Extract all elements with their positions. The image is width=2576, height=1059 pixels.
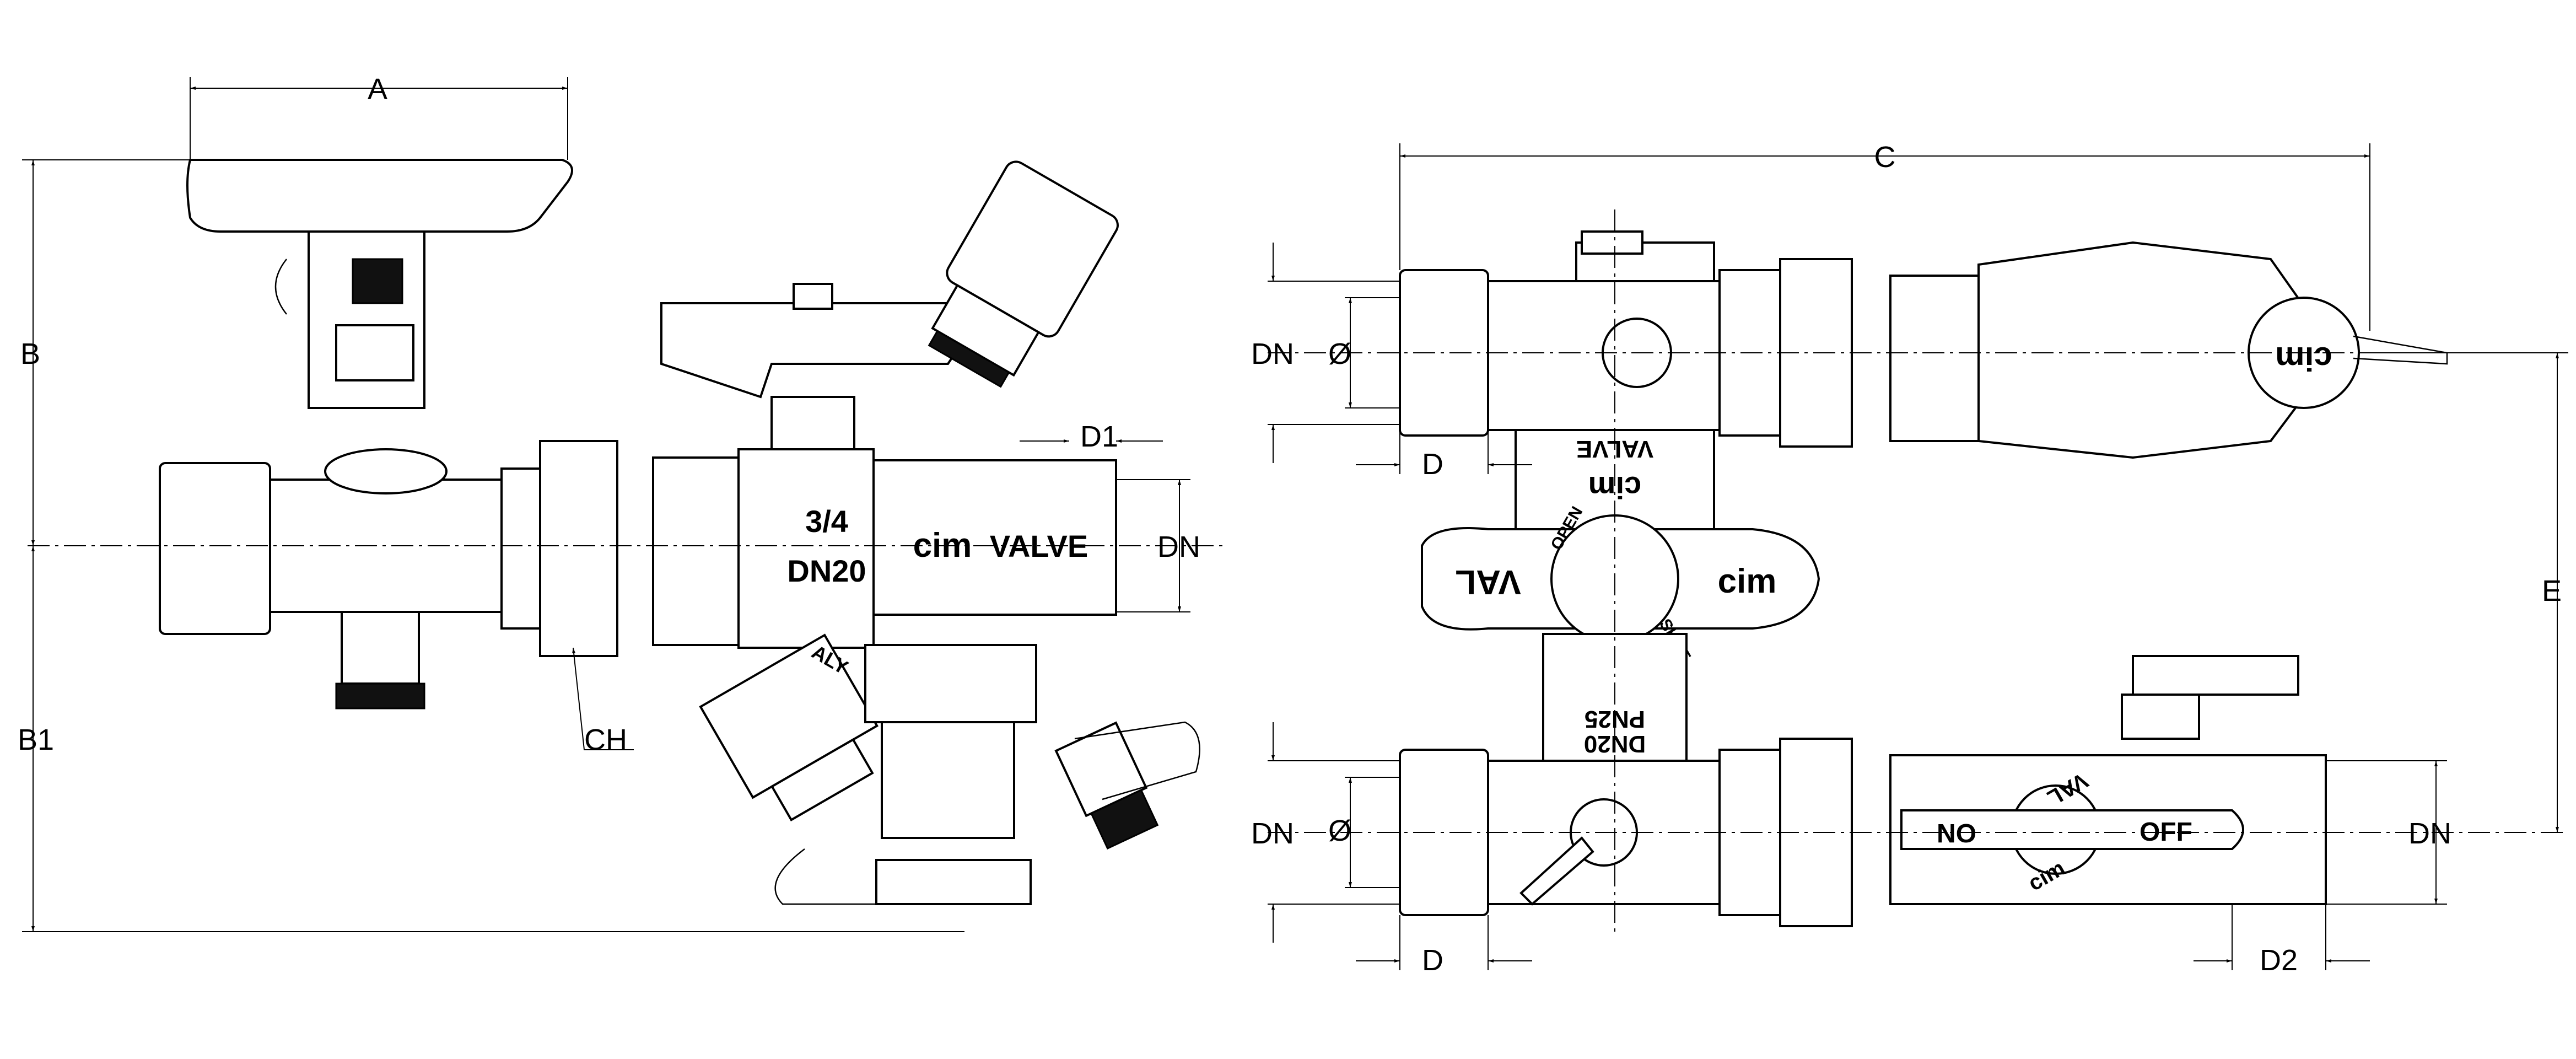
bottom-drain-lever: [1519, 836, 1594, 906]
balancing-ring: [928, 330, 1010, 388]
dim-a-label: A: [368, 73, 387, 106]
dn-marking: DN20: [787, 553, 866, 588]
dim-d-bottom-label: D: [1422, 944, 1443, 977]
lower-cap: [875, 859, 1032, 905]
left-socket: [159, 462, 271, 635]
lower-body: [881, 721, 1015, 839]
dim-dia-bottom-label: Ø: [1328, 814, 1351, 847]
dim-dn-right-label: DN: [2408, 817, 2451, 850]
dim-d1-label: D1: [1080, 420, 1118, 453]
handle-cim-mark: cim: [1718, 562, 1777, 600]
dim-d2-label: D2: [2260, 944, 2298, 977]
ball-valve-label-strip: [1900, 809, 2244, 850]
dim-ch-label: CH: [584, 723, 627, 756]
drain-cap: [335, 682, 425, 709]
dim-c-label: C: [1874, 141, 1896, 174]
lower-angle-cap: [770, 738, 874, 821]
drain-stub: [341, 611, 420, 685]
union-nut: [539, 440, 618, 657]
actuator-neck: [1889, 275, 1980, 442]
left-thread: [500, 467, 541, 630]
t-handle: [186, 159, 573, 233]
outlet-body: [872, 459, 1117, 616]
dim-dn-label: DN: [1157, 530, 1200, 563]
dim-b1-label: B1: [18, 723, 54, 756]
size-marking: 3/4: [805, 504, 848, 539]
stem-nut: [335, 324, 414, 381]
main-body: [737, 448, 875, 649]
inlet-hex: [652, 456, 740, 646]
handle-stem: [770, 396, 855, 450]
ball-valve-lever: [2132, 655, 2299, 696]
lower-handle-loop: [774, 848, 992, 905]
handle-val-mark: VAL: [1455, 563, 1521, 601]
stem-clip: [274, 259, 287, 315]
ball-valve-lever-neck: [2121, 694, 2200, 740]
right-view: cim VALVE cim VAL cim OPEN SHUT PN25 DN2…: [1251, 141, 2568, 977]
actuator-pin: [2353, 335, 2448, 365]
dim-b-label: B: [20, 337, 40, 370]
stem-cap: [352, 258, 403, 304]
dim-e-label: E: [2542, 574, 2562, 608]
dim-d-top-label: D: [1422, 448, 1443, 481]
dim-dn-bottom-label: DN: [1251, 817, 1294, 850]
test-point-strap: [1074, 721, 1200, 800]
left-view: 3/4 DN20 cim VALVE ALY A B B1 CH D1 DN: [18, 73, 1224, 932]
handle-screw: [793, 283, 833, 310]
dim-ch-leader: [572, 647, 634, 750]
test-point-cap: [1090, 789, 1159, 850]
top-screw: [1581, 230, 1643, 255]
lever-handle: [660, 302, 972, 399]
dim-dn-top-label: DN: [1251, 337, 1294, 370]
actuator-cim: cim: [2275, 340, 2332, 377]
lower-union: [864, 644, 1037, 723]
dim-dia-top-label: Ø: [1328, 337, 1351, 370]
left-body-top: [324, 448, 448, 494]
